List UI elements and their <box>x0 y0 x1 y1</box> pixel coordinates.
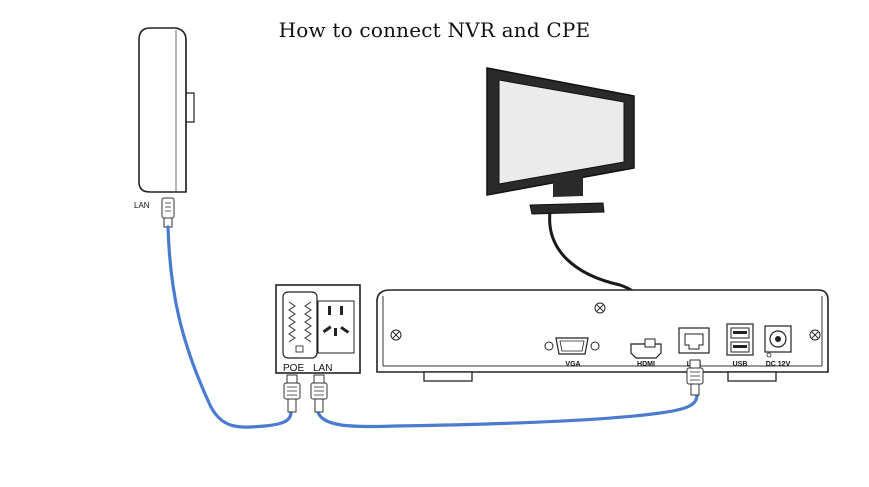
vga-label: VGA <box>565 361 580 368</box>
diagram-title: How to connect NVR and CPE <box>278 18 591 42</box>
usb-ports <box>726 323 754 356</box>
cpe-lan-label: LAN <box>134 201 150 210</box>
dc-label: DC 12V <box>766 361 791 368</box>
lan-port-label: LAN <box>313 363 332 374</box>
poe-injector <box>275 284 361 374</box>
poe-rj45-connector <box>283 374 301 413</box>
lan-rj45-connector <box>310 374 328 413</box>
nvr-recorder <box>376 289 829 382</box>
hdmi-port <box>630 338 662 359</box>
cpe-device <box>138 27 195 193</box>
poe-port-label: POE <box>283 363 304 374</box>
cpe-rj45-connector <box>161 197 175 228</box>
usb-label: USB <box>733 361 748 368</box>
cable-lan-to-nvr <box>316 393 699 429</box>
cable-cpe-to-poe <box>166 225 293 429</box>
nvr-lan-port <box>678 327 710 354</box>
vga-port <box>544 337 600 355</box>
nvr-rj45-connector <box>686 359 704 396</box>
dc-power-jack <box>764 325 792 358</box>
hdmi-label: HDMI <box>637 361 655 368</box>
monitor <box>486 67 635 215</box>
